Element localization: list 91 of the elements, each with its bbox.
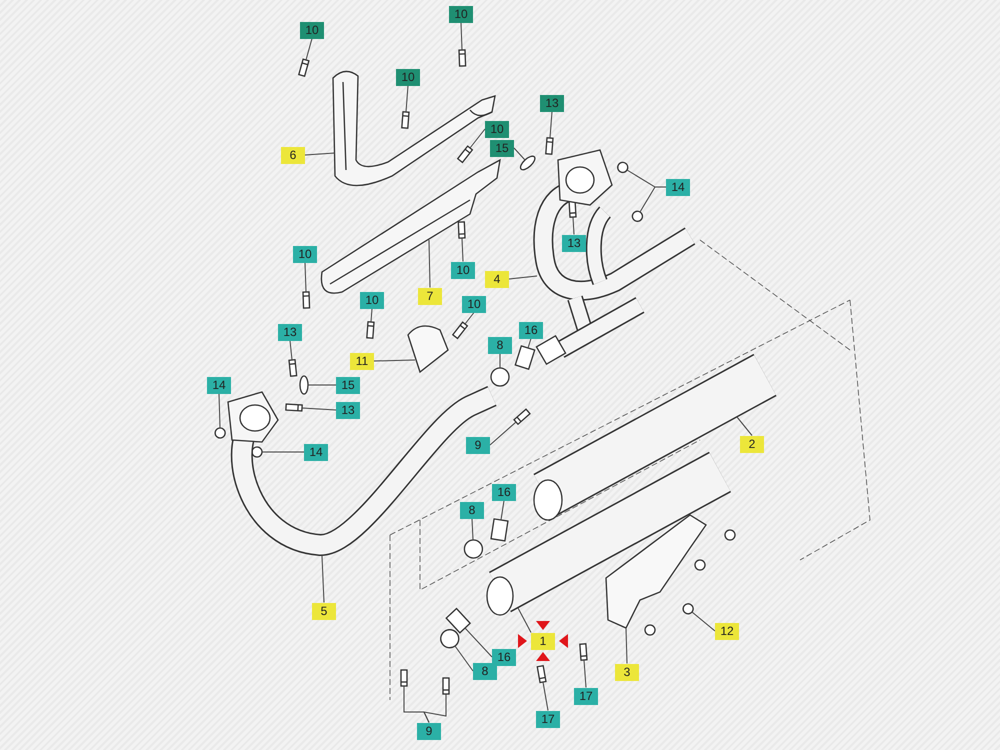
callout-number: 7	[418, 288, 442, 304]
bolt	[579, 643, 588, 661]
bracket	[407, 325, 449, 373]
muffler	[533, 354, 776, 521]
bolt	[400, 669, 408, 687]
callout-number: 15	[490, 140, 514, 156]
leader-line	[584, 660, 586, 688]
callout-number: 14	[207, 376, 231, 394]
leader-line	[428, 240, 430, 288]
callout-number: 17	[536, 710, 560, 728]
callout-number: 11	[350, 352, 374, 370]
leader-line	[500, 500, 504, 520]
leader-line	[306, 38, 312, 60]
clamp	[440, 629, 460, 648]
leader-line	[308, 384, 336, 386]
bolt	[298, 58, 310, 78]
leader-line	[514, 148, 526, 160]
ring	[520, 156, 536, 170]
callout-number: 4	[485, 270, 509, 288]
bracket	[605, 514, 707, 629]
leader-line	[626, 628, 628, 664]
leader-line	[692, 612, 716, 632]
callout-number: 9	[417, 722, 441, 740]
clamp	[464, 539, 484, 559]
clamp	[490, 367, 510, 387]
callout-number: 10	[293, 246, 317, 262]
leader-line	[736, 416, 752, 436]
callout-number: 10	[396, 68, 420, 86]
callout-number: 10	[360, 292, 384, 308]
bolt	[401, 111, 410, 129]
bolt	[288, 358, 298, 377]
sleeve	[445, 608, 472, 634]
leader-line	[302, 408, 336, 410]
leader-line	[454, 646, 474, 672]
callout-number: 13	[278, 324, 302, 340]
nut	[644, 624, 656, 636]
callout-number: 16	[492, 648, 516, 666]
leader-line	[518, 608, 532, 633]
leader-line	[423, 694, 446, 723]
callout-number: 10	[451, 262, 475, 278]
ring	[299, 375, 309, 395]
callout-number: 16	[519, 322, 543, 338]
leader-line	[470, 128, 486, 148]
bolt	[458, 221, 466, 239]
leader-line	[640, 186, 666, 212]
leader-line	[528, 338, 532, 348]
leader-line	[304, 262, 306, 292]
bolt	[366, 321, 375, 339]
leader-line	[460, 22, 462, 50]
callout-number: 17	[574, 688, 598, 704]
bolt	[536, 664, 547, 684]
callout-number: 10	[485, 120, 509, 138]
callout-number: 15	[336, 376, 360, 394]
sleeve	[514, 345, 536, 370]
leader-line	[370, 308, 372, 322]
callout-number: 10	[449, 6, 473, 22]
callout-number: 5	[312, 602, 336, 620]
callout-number: 8	[473, 662, 497, 680]
bolt	[442, 677, 450, 695]
bolt	[513, 408, 531, 426]
leader-line	[550, 111, 552, 138]
leader-line	[542, 682, 548, 711]
leader-line	[462, 238, 464, 262]
nut	[724, 529, 736, 541]
callout-number: 10	[300, 22, 324, 38]
leader-line	[218, 393, 220, 428]
callout-number: 6	[281, 146, 305, 164]
leader-line	[464, 312, 474, 324]
leader-line	[406, 85, 408, 112]
callout-number: 10	[462, 296, 486, 312]
nut	[214, 427, 226, 439]
leader-line	[490, 422, 516, 446]
bolt	[452, 321, 468, 340]
leader-line	[572, 216, 574, 235]
bolt	[545, 137, 554, 155]
callout-number: 8	[488, 336, 512, 354]
callout-number: 13	[540, 94, 564, 112]
bolt	[456, 145, 474, 164]
leader-line	[464, 628, 492, 658]
leader-line	[472, 518, 474, 540]
callout-number: 12	[715, 622, 739, 640]
callout-number: 3	[615, 664, 639, 680]
leader-line	[322, 556, 324, 603]
bolt	[458, 49, 466, 67]
callout-number: 1	[531, 632, 555, 650]
bolt	[302, 291, 310, 309]
muffler	[486, 452, 732, 616]
leader-line	[290, 340, 292, 360]
leader-line	[508, 276, 538, 280]
leader-line	[374, 360, 416, 362]
leader-line	[304, 152, 336, 156]
